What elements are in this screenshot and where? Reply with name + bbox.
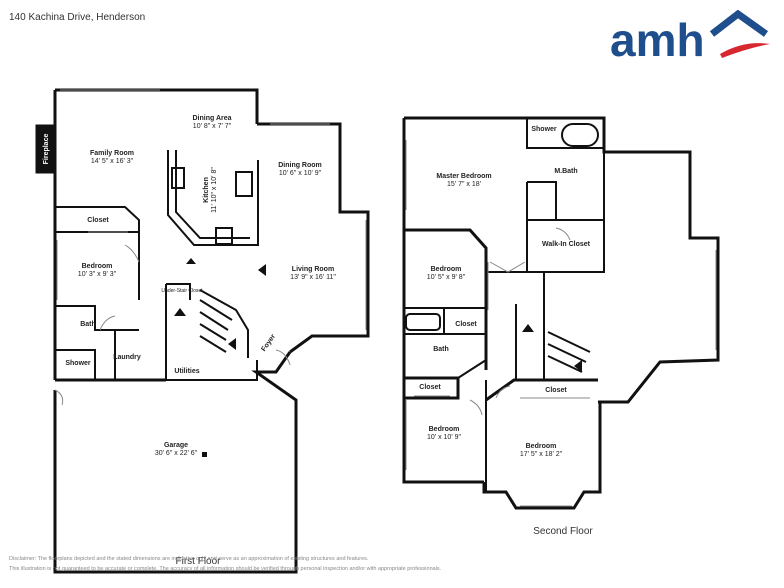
bedroom-b-dims: 10' x 10' 9" [427, 434, 461, 441]
living-room-label: Living Room [292, 266, 334, 273]
foyer-label: Foyer [260, 333, 277, 353]
kitchen-dims: 11' 10" x 10' 8" [211, 167, 218, 213]
logo-roof-icon [709, 10, 769, 37]
bedroom-c-label: Bedroom [526, 443, 557, 450]
family-room-label: Family Room [90, 150, 134, 157]
closet-label: Closet [87, 217, 109, 224]
arrow-left-icon [258, 264, 266, 276]
bedroom-c-dims: 17' 5" x 18' 2" [520, 451, 563, 458]
fireplace-label: Fireplace [43, 134, 50, 165]
master-bedroom-dims: 15' 7" x 18' [447, 181, 481, 188]
dining-room-label: Dining Room [278, 162, 322, 169]
property-address: 140 Kachina Drive, Henderson [9, 12, 146, 23]
bath-2-label: Bath [433, 346, 449, 353]
bedroom-a-label: Bedroom [431, 266, 462, 273]
amh-logo: amh [610, 10, 770, 66]
second-floor-plan [402, 116, 720, 510]
utilities-label: Utilities [174, 368, 199, 375]
logo-text: amh [610, 14, 705, 66]
family-room-dims: 14' 5" x 16' 3" [91, 158, 134, 165]
arrow-up-icon [522, 324, 534, 332]
mbath-label: M.Bath [554, 168, 577, 175]
arrow-up-icon [174, 308, 186, 316]
dining-area-dims: 10' 8" x 7' 7" [193, 123, 232, 130]
garage-dims: 30' 6" x 22' 6" [155, 450, 198, 457]
bedroom-label: Bedroom [82, 263, 113, 270]
arrow-up-icon [186, 258, 196, 264]
dining-area-label: Dining Area [192, 115, 231, 122]
logo-swoosh-icon [720, 43, 770, 58]
second-floor-label: Second Floor [533, 526, 593, 537]
dining-room-dims: 10' 6" x 10' 9" [279, 170, 322, 177]
arrow-left-icon [228, 338, 236, 350]
bedroom-dims: 10' 3" x 9' 3" [78, 271, 117, 278]
garage-label: Garage [164, 442, 188, 449]
shower-2-label: Shower [531, 126, 557, 133]
living-room-dims: 13' 9" x 16' 11" [290, 274, 336, 281]
bedroom-b-label: Bedroom [429, 426, 460, 433]
disclaimer-line-1: Disclaimer: The floorplans depicted and … [9, 556, 369, 562]
closet-c-label: Closet [545, 387, 567, 394]
under-stair-label: Under-Stair Closet [161, 288, 203, 294]
disclaimer-line-2: This illustration is not guaranteed to b… [9, 566, 442, 572]
bedroom-a-dims: 10' 5" x 9' 8" [427, 274, 466, 281]
first-floor-plan [35, 88, 370, 574]
direction-arrows [174, 258, 582, 457]
garage-marker [202, 452, 207, 457]
kitchen-label: Kitchen [203, 177, 210, 203]
master-bedroom-label: Master Bedroom [436, 173, 491, 180]
first-floor-label: First Floor [176, 556, 222, 567]
shower-label: Shower [65, 360, 91, 367]
closet-a-label: Closet [455, 321, 477, 328]
closet-b-label: Closet [419, 384, 441, 391]
walkin-closet-label: Walk-In Closet [542, 241, 591, 248]
bath-label: Bath [80, 321, 96, 328]
laundry-label: Laundry [113, 354, 141, 361]
arrow-left-icon [574, 360, 582, 372]
